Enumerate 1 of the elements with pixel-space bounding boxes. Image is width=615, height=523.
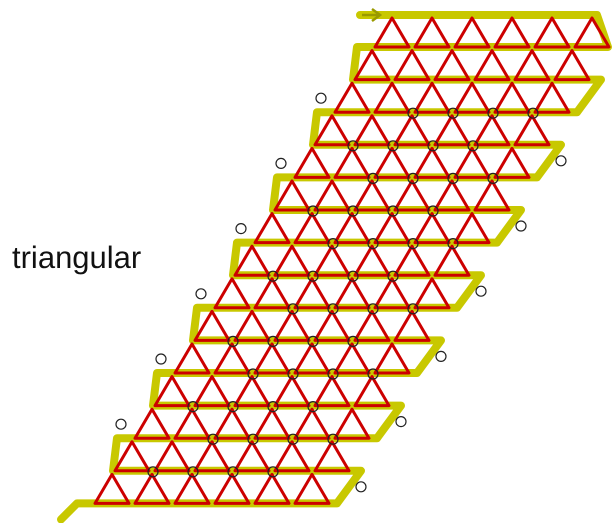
lattice-type-label: triangular <box>12 240 142 276</box>
